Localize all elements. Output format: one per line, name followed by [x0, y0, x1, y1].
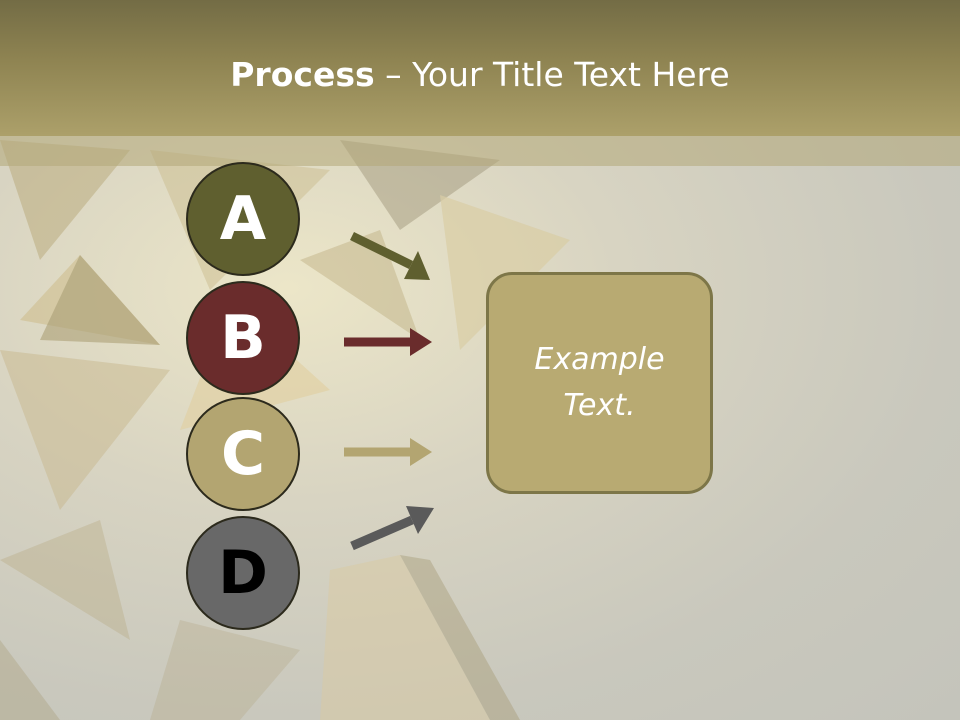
step-c-circle: C: [186, 397, 300, 511]
slide-title: Process – Your Title Text Here: [0, 52, 960, 98]
example-text-box: Example Text.: [486, 272, 713, 494]
step-b-arrow: [344, 328, 432, 356]
step-b-circle: B: [186, 281, 300, 395]
slide-title-bold: Process: [230, 55, 375, 94]
example-text: Example Text.: [534, 342, 665, 423]
title-bar: [0, 0, 960, 136]
step-a-circle: A: [186, 162, 300, 276]
step-a-arrow: [350, 231, 430, 280]
title-band: [0, 136, 960, 166]
step-b-label: B: [220, 303, 266, 373]
step-d-circle: D: [186, 516, 300, 630]
step-c-label: C: [220, 419, 266, 489]
step-a-label: A: [219, 184, 267, 254]
slide-title-rest: – Your Title Text Here: [374, 55, 730, 94]
step-d-label: D: [218, 538, 268, 608]
step-c-arrow: [344, 438, 432, 466]
step-d-arrow: [350, 506, 434, 551]
